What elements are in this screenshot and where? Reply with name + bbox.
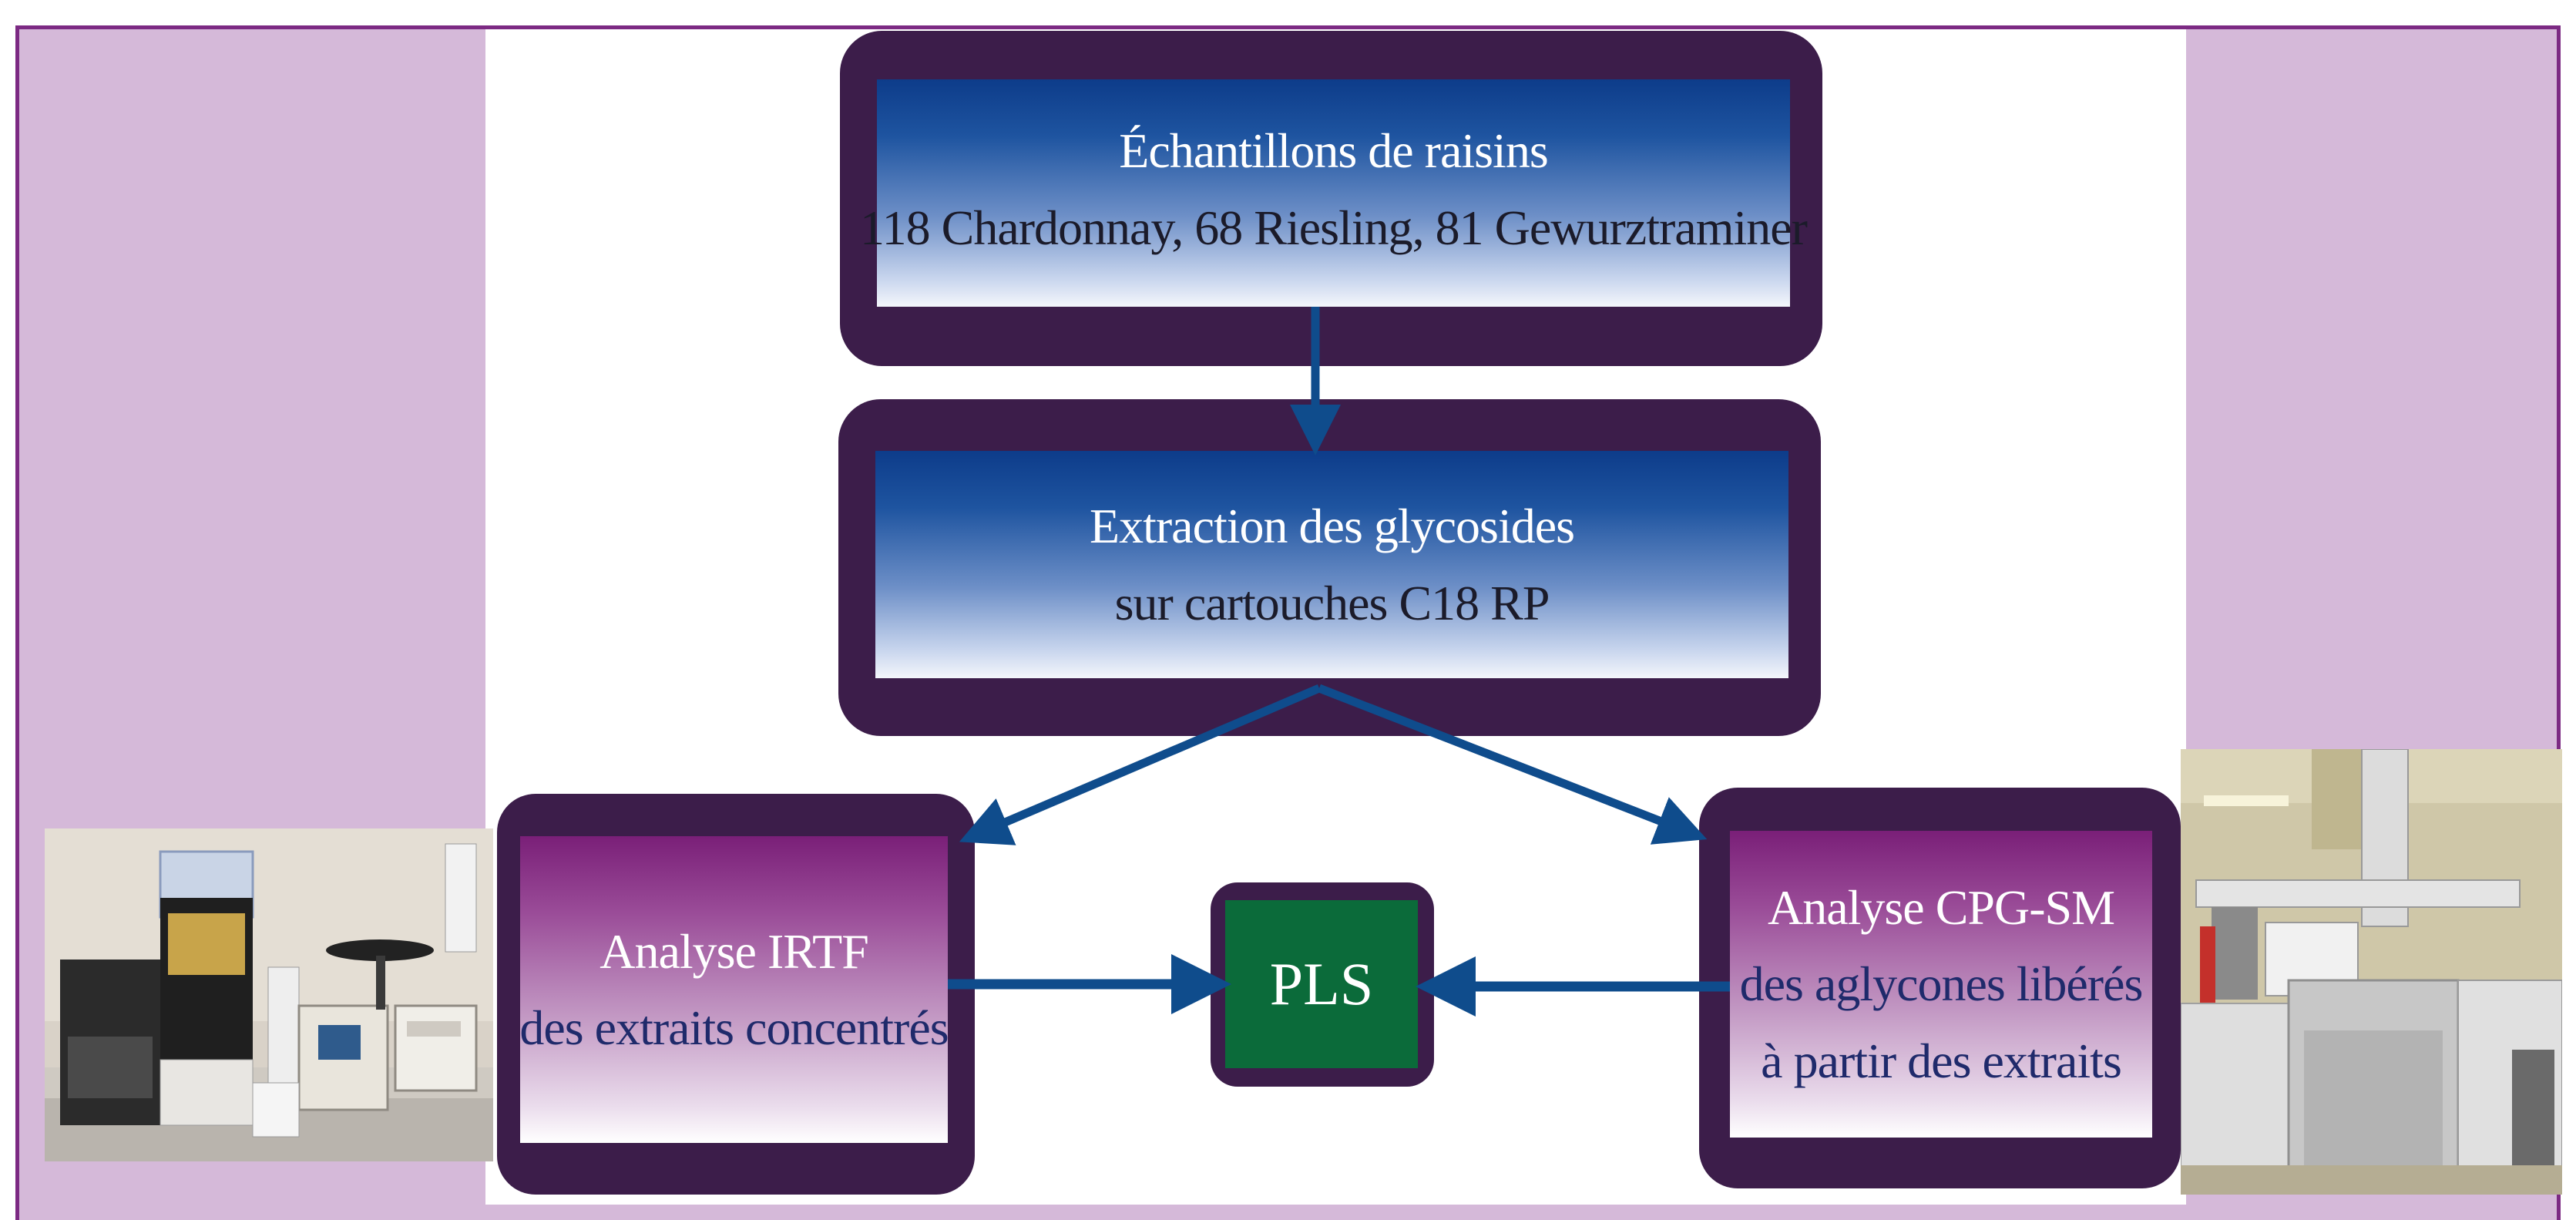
- irtf-title: Analyse IRTF: [599, 923, 869, 979]
- cpg-title: Analyse CPG-SM: [1767, 880, 2115, 936]
- extraction-box-content: Extraction des glycosides sur cartouches…: [875, 451, 1788, 678]
- samples-box-content: Échantillons de raisins 118 Chardonnay, …: [860, 79, 1808, 307]
- samples-counts: 118 Chardonnay, 68 Riesling, 81 Gewurztr…: [860, 200, 1808, 255]
- irtf-instrument-photo: [45, 828, 493, 1161]
- irtf-subtitle: des extraits concentrés: [519, 1000, 949, 1055]
- extraction-title: Extraction des glycosides: [1089, 499, 1575, 554]
- arrow-extraction-to-cpg: [1318, 684, 1708, 845]
- cpg-line3: à partir des extraits: [1761, 1033, 2122, 1088]
- pls-label: PLS: [1225, 900, 1418, 1068]
- extraction-subtitle: sur cartouches C18 RP: [1114, 575, 1550, 630]
- cpg-box-content: Analyse CPG-SM des aglycones libérés à p…: [1730, 831, 2152, 1138]
- cpg-line2: des aglycones libérés: [1739, 956, 2144, 1012]
- arrow-extraction-to-irtf: [959, 684, 1322, 845]
- samples-title: Échantillons de raisins: [1119, 123, 1548, 179]
- cpg-instrument-photo: [2181, 749, 2562, 1195]
- irtf-box-content: Analyse IRTF des extraits concentrés: [519, 836, 949, 1143]
